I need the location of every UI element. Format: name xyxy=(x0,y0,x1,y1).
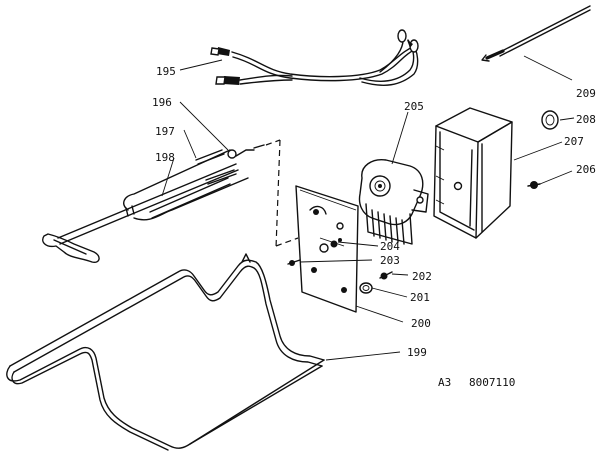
screw-202 xyxy=(379,271,393,280)
screw-201 xyxy=(359,282,373,294)
broil-element-198 xyxy=(42,149,249,264)
drawing-footer: A3 8007110 xyxy=(438,376,515,389)
timer-motor-205 xyxy=(358,159,429,245)
label-196: 196 xyxy=(152,96,172,109)
screw-204 xyxy=(330,238,342,248)
label-199: 199 xyxy=(407,346,427,359)
label-202: 202 xyxy=(412,270,432,283)
grommet-208 xyxy=(541,110,559,130)
housing-207 xyxy=(433,107,513,239)
label-206: 206 xyxy=(576,163,596,176)
section-code: A3 xyxy=(438,376,451,389)
label-200: 200 xyxy=(411,317,431,330)
clip-196 xyxy=(227,139,281,159)
label-197: 197 xyxy=(155,125,175,138)
screw-206 xyxy=(527,181,541,189)
screw-203 xyxy=(287,259,301,266)
label-201: 201 xyxy=(410,291,430,304)
leader-lines xyxy=(161,55,575,361)
label-207: 207 xyxy=(564,135,584,148)
label-205: 205 xyxy=(404,100,424,113)
bake-element-199 xyxy=(6,253,325,451)
label-204: 204 xyxy=(380,240,400,253)
drawing-number: 8007110 xyxy=(469,376,515,389)
mounting-line xyxy=(275,139,281,249)
label-198: 198 xyxy=(155,151,175,164)
bracket-197 xyxy=(195,149,237,185)
wire-harness-195 xyxy=(210,29,419,86)
label-209: 209 xyxy=(576,87,596,100)
label-203: 203 xyxy=(380,254,400,267)
label-208: 208 xyxy=(576,113,596,126)
callout-labels: 195 196 197 198 199 200 201 202 203 204 … xyxy=(152,65,596,359)
probe-wire-209 xyxy=(481,5,591,62)
plate-200 xyxy=(295,185,359,313)
label-195: 195 xyxy=(156,65,176,78)
